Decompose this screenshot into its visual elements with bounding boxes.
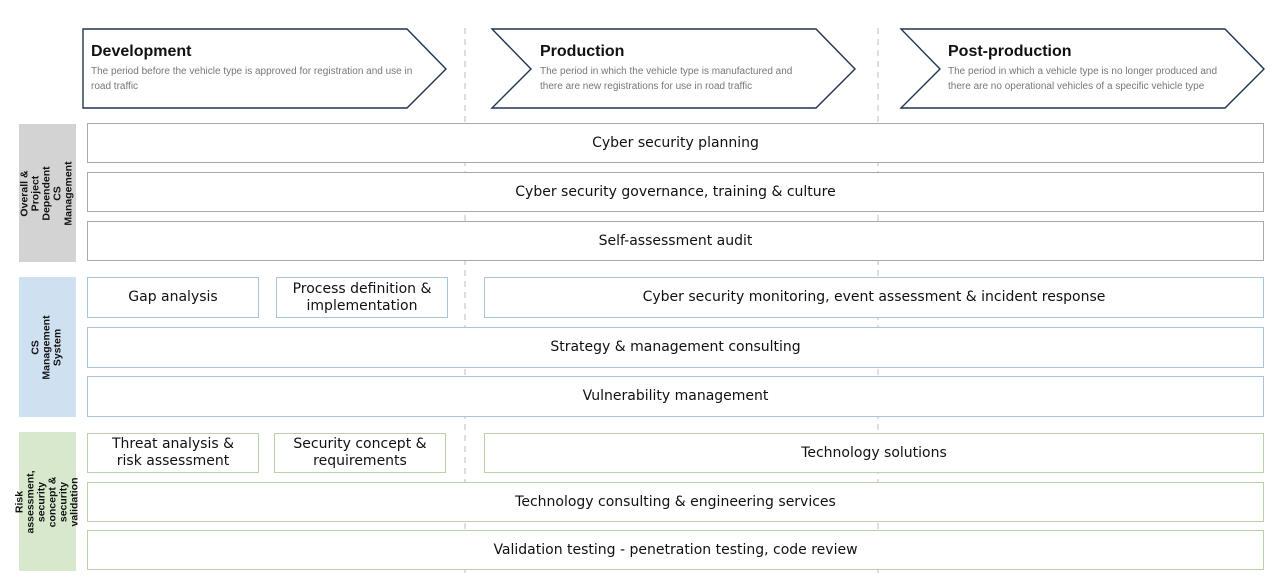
- activity-cyber-security-monitoring: Cyber security monitoring, event assessm…: [484, 277, 1264, 318]
- category-cs-management-system: CS Management System: [19, 277, 76, 417]
- activity-technology-solutions: Technology solutions: [484, 433, 1264, 473]
- activity-cyber-security-planning: Cyber security planning: [87, 123, 1264, 163]
- phase-title-development: Development: [91, 43, 192, 60]
- activity-validation-testing: Validation testing - penetration testing…: [87, 530, 1264, 570]
- phase-title-production: Production: [540, 43, 625, 60]
- category-label: Risk assessment, security concept & secu…: [13, 469, 81, 534]
- category-label: Overall & Project Dependent CS Managemen…: [19, 160, 75, 226]
- activity-cyber-security-governance: Cyber security governance, training & cu…: [87, 172, 1264, 212]
- category-label: CS Management System: [30, 314, 65, 380]
- activity-vulnerability-management: Vulnerability management: [87, 376, 1264, 417]
- activity-strategy-management-consulting: Strategy & management consulting: [87, 327, 1264, 368]
- activity-process-definition: Process definition & implementation: [276, 277, 448, 318]
- activity-self-assessment-audit: Self-assessment audit: [87, 221, 1264, 261]
- activity-security-concept: Security concept & requirements: [274, 433, 446, 473]
- activity-threat-analysis: Threat analysis & risk assessment: [87, 433, 259, 473]
- category-risk-assessment: Risk assessment, security concept & secu…: [14, 432, 81, 571]
- activity-gap-analysis: Gap analysis: [87, 277, 259, 318]
- phase-description-development: The period before the vehicle type is ap…: [91, 66, 413, 92]
- phase-title-post-production: Post-production: [948, 43, 1072, 60]
- category-overall-cs-management: Overall & Project Dependent CS Managemen…: [19, 124, 76, 262]
- phase-description-production: The period in which the vehicle type is …: [540, 66, 793, 92]
- phase-description-post-production: The period in which a vehicle type is no…: [948, 66, 1218, 92]
- activity-technology-consulting: Technology consulting & engineering serv…: [87, 482, 1264, 522]
